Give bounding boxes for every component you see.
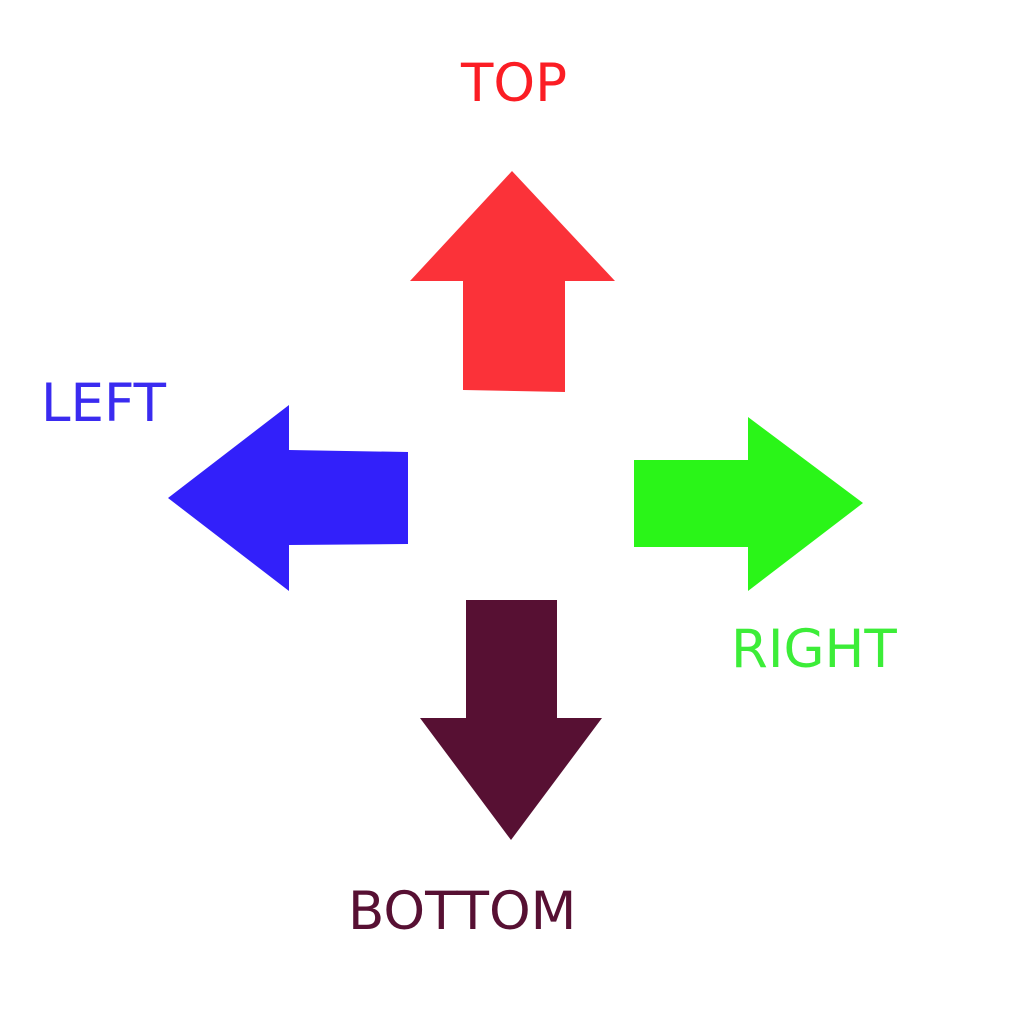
label-bottom: BOTTOM	[348, 881, 577, 942]
arrow-left-icon[interactable]	[168, 405, 408, 591]
label-left: LEFT	[41, 373, 166, 434]
arrow-down-icon[interactable]	[420, 600, 602, 840]
label-top: TOP	[461, 53, 568, 114]
label-right: RIGHT	[731, 619, 897, 680]
arrow-up-icon[interactable]	[410, 171, 615, 392]
arrow-right-icon[interactable]	[634, 417, 863, 591]
